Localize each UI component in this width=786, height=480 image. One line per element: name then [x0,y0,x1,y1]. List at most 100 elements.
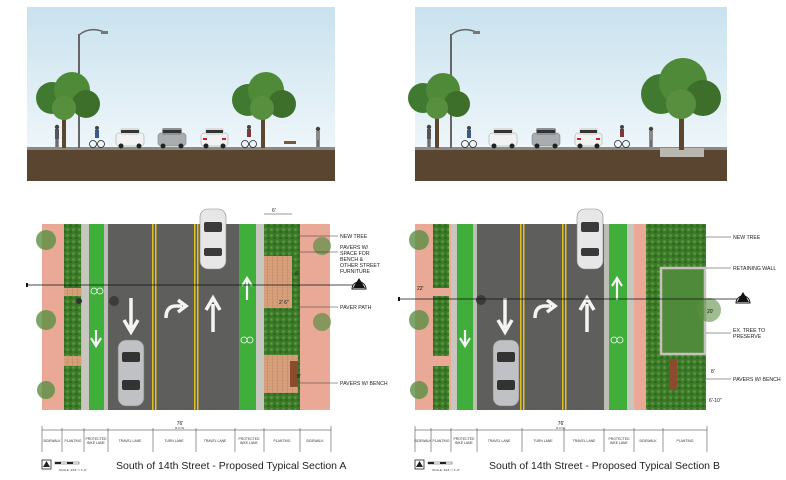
dim-6: 6' [272,208,276,214]
dim-20: 20' [707,309,714,315]
bike-lane-right [609,224,627,410]
callout-pavers-5: FURNITURE [340,269,371,275]
cyclist-right [241,125,257,148]
pedestrian-right [648,126,654,147]
curb-left [104,224,108,410]
dim-6-10: 6'-10" [709,398,722,404]
total-width-sub: R.O.W. [175,426,185,430]
bike-lane-left [89,224,104,410]
callout-new-tree: NEW TREE [733,235,761,241]
cyclist-right [614,125,630,148]
car-gray-center [531,128,561,149]
section-b-drawing: NEW TREE RETAINING WALL EX. TREE TO PRES… [398,7,781,472]
segment-label: SIDEWALK [414,439,432,443]
segment-label: PROTECTED [239,437,260,441]
cyclist-left [89,126,105,148]
tree-existing-right [641,58,721,150]
segment-label: PLANTING [433,439,450,443]
segment-label: PLANTING [65,439,82,443]
pedestrian-left [54,124,60,147]
callout-pavers-2: SPACE FOR [340,251,370,257]
dim-8: 8' [711,369,715,375]
callout-new-tree: NEW TREE [340,234,368,240]
pedestrian-right [315,126,321,147]
pedestrian-left [426,124,432,147]
bench-plan [290,361,298,387]
section-a-panel: NEW TREE PAVERS W/ SPACE FOR BENCH & OTH… [26,7,388,472]
segment-label: TURN LANE [533,439,553,443]
segment-label: PROTECTED [454,437,475,441]
segment-label: SIDEWALK [306,439,324,443]
cyclist-left [461,126,477,148]
car-white-left [115,128,145,149]
tree-left [408,73,470,148]
scale-label: SCALE: 3/16" = 1'-0" [59,468,87,472]
segment-label: PLANTING [677,439,694,443]
north-arrow [414,459,425,470]
bike-lane-left [457,224,473,410]
car-top-plan [199,208,227,270]
bench [284,141,296,144]
total-width-sub: R.O.W. [556,426,566,430]
pole-base [476,295,486,305]
dim-22: 22' [417,286,424,292]
scale-label: SCALE: 3/16" = 1'-0" [432,468,460,472]
segment-label: PROTECTED [86,437,107,441]
callout-pavers-3: BENCH & [340,257,364,263]
sidewalk-right [634,224,646,410]
segment-label: SIDEWALK [43,439,61,443]
scale-bar [54,461,80,465]
dim-2-6: 2' 6" [279,300,289,306]
total-width: 76' [177,421,184,427]
pole-base [109,296,119,306]
segment-label: TRAVEL LANE [119,439,142,443]
segment-label: SIDEWALK [639,439,657,443]
section-a-drawing: NEW TREE PAVERS W/ SPACE FOR BENCH & OTH… [26,7,388,472]
plan-view [398,208,751,410]
street-elevation [408,7,727,181]
segment-label: BIKE LANE [610,441,628,445]
car-top-plan [576,208,604,270]
callout-pavers-bench: PAVERS W/ BENCH [733,377,781,383]
plan-view [26,208,367,410]
segment-label: TURN LANE [164,439,184,443]
north-arrow [41,459,52,470]
retaining-wall-elev [660,148,704,157]
bench-plan [669,360,677,390]
section-a-title: South of 14th Street - Proposed Typical … [116,460,347,472]
callout-paver-path: PAVER PATH [340,305,372,311]
tree-right [232,72,296,148]
callout-pavers-1: PAVERS W/ [340,245,369,251]
street-elevation [27,7,335,181]
dim-8-bottom: 8' [297,374,301,380]
buffer-right [256,224,264,410]
buffer-left [82,224,89,410]
car-white-left [488,128,518,149]
total-width: 76' [558,421,565,427]
car-white-right [200,128,229,149]
callout-pavers-4: OTHER STREET [340,263,381,269]
ground-section [27,149,335,181]
buffer-right [627,224,634,410]
tree-left [36,72,100,148]
road-surface [415,147,727,150]
buffer-left [451,224,457,410]
section-b-title: South of 14th Street - Proposed Typical … [489,460,720,472]
car-white-right [574,128,603,149]
segment-label: PROTECTED [609,437,630,441]
callout-ex-tree-2: PRESERVE [733,334,762,340]
curb-left [473,224,477,410]
scale-bar [427,461,453,465]
segment-label: BIKE LANE [240,441,258,445]
dim-8-top: 8' [295,271,299,277]
segment-bar [41,426,332,452]
car-bottom-plan [492,339,520,407]
segment-label: TRAVEL LANE [573,439,596,443]
segment-label: TRAVEL LANE [204,439,227,443]
segment-label: BIKE LANE [87,441,105,445]
segment-label: PLANTING [274,439,291,443]
segment-label: TRAVEL LANE [488,439,511,443]
segment-bar [414,426,708,452]
callout-ex-tree-1: EX. TREE TO [733,328,765,334]
callout-pavers-bench: PAVERS W/ BENCH [340,381,388,387]
